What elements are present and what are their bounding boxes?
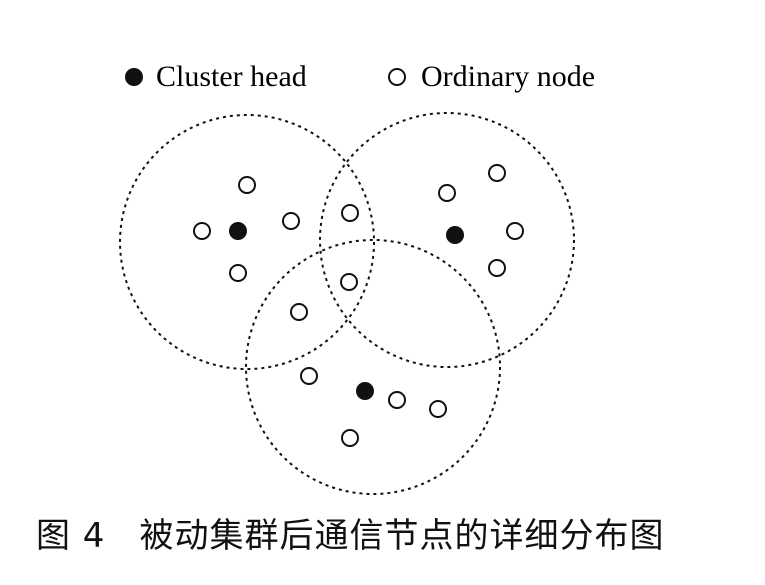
legend-ordinary-node-label: Ordinary node: [421, 60, 595, 93]
ordinary-node: [193, 222, 211, 240]
cluster-region-right: [319, 112, 575, 368]
cluster-regions: [119, 112, 575, 495]
cluster-heads: [229, 222, 464, 400]
cluster-head-right: [446, 226, 464, 244]
ordinary-nodes: [193, 164, 524, 447]
legend-cluster-head-label: Cluster head: [156, 60, 307, 93]
ordinary-node: [229, 264, 247, 282]
ordinary-node: [388, 391, 406, 409]
figure-caption-text: 被动集群后通信节点的详细分布图: [139, 516, 665, 556]
cluster-head-bottom: [356, 382, 374, 400]
ordinary-node: [429, 400, 447, 418]
ordinary-node: [341, 429, 359, 447]
legend-cluster-head-marker: [125, 68, 143, 86]
ordinary-node: [488, 164, 506, 182]
cluster-region-left: [119, 114, 375, 370]
figure-caption: 图 4 被动集群后通信节点的详细分布图: [36, 508, 664, 557]
figure-number: 图 4: [36, 516, 106, 556]
ordinary-node: [506, 222, 524, 240]
cluster-head-left: [229, 222, 247, 240]
ordinary-node: [282, 212, 300, 230]
ordinary-node: [238, 176, 256, 194]
ordinary-node: [290, 303, 308, 321]
ordinary-node: [340, 273, 358, 291]
cluster-region-bottom: [245, 239, 501, 495]
legend: Cluster head Ordinary node: [125, 60, 595, 93]
ordinary-node: [438, 184, 456, 202]
legend-ordinary-node-marker: [388, 68, 406, 86]
ordinary-node: [300, 367, 318, 385]
ordinary-node: [488, 259, 506, 277]
ordinary-node: [341, 204, 359, 222]
